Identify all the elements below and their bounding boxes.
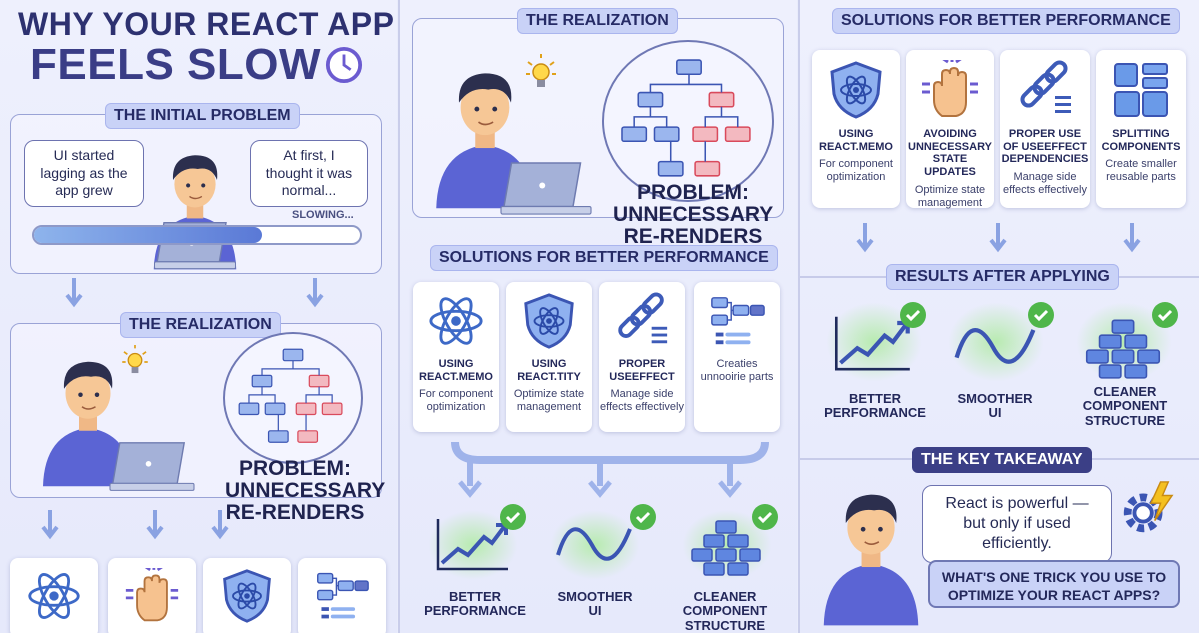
bubble-thought-normal: At first, I thought it was normal... bbox=[250, 140, 368, 207]
lightbulb-icon bbox=[526, 54, 556, 94]
react-shield-icon bbox=[826, 60, 886, 120]
solution-card-4: Creaties unnooirie parts bbox=[694, 282, 780, 432]
laptop-icon bbox=[498, 160, 594, 220]
result-label: SMOOTHER UI bbox=[957, 391, 1033, 421]
result-label: SMOOTHER UI bbox=[557, 589, 633, 619]
card-title: USING REACT.TITY bbox=[517, 358, 581, 383]
solution-card-4: SPLITTING COMPONENTS Create smaller reus… bbox=[1096, 50, 1186, 208]
solution-card-shield bbox=[203, 558, 291, 633]
laptop-icon bbox=[108, 440, 196, 496]
problem-text: PROBLEM: UNNECESSARY RE-RENDERS bbox=[613, 181, 774, 249]
arrow-down-icon bbox=[64, 278, 84, 308]
question-box: WHAT'S ONE TRICK YOU USE TO OPTIMIZE YOU… bbox=[928, 560, 1180, 608]
check-icon bbox=[630, 504, 656, 530]
lightbulb-icon bbox=[122, 345, 148, 379]
arrow-down-icon bbox=[1122, 222, 1142, 254]
check-icon bbox=[752, 504, 778, 530]
check-icon bbox=[500, 504, 526, 530]
takeaway-bubble: React is powerful — but only if used eff… bbox=[922, 485, 1112, 563]
card-title: AVOIDING UNNECESSARY STATE UPDATES bbox=[908, 128, 992, 178]
arrow-down-icon bbox=[855, 222, 875, 254]
solution-card-hand bbox=[108, 558, 196, 633]
flow-arrows bbox=[451, 441, 769, 498]
component-tree-icon bbox=[616, 56, 762, 188]
card-desc: Creaties unnooirie parts bbox=[700, 358, 774, 384]
solution-card-2: AVOIDING UNNECESSARY STATE UPDATES Optim… bbox=[906, 50, 994, 209]
card-title: USING REACT.MEMO bbox=[419, 358, 493, 383]
arrow-down-icon bbox=[305, 278, 325, 308]
component-tree-icon bbox=[708, 292, 766, 350]
grid-blocks-icon bbox=[1111, 60, 1171, 120]
wave-icon bbox=[950, 315, 1040, 379]
card-desc: For component optimization bbox=[419, 388, 493, 414]
clock-icon bbox=[325, 46, 363, 84]
result-label: BETTER PERFORMANCE bbox=[824, 391, 926, 421]
component-tree-icon bbox=[314, 568, 370, 624]
card-desc: Optimize state management bbox=[513, 388, 585, 414]
react-shield-check-icon bbox=[219, 568, 275, 624]
card-title: PROPER USE OF USEEFFECT DEPENDENCIES bbox=[1001, 128, 1089, 166]
check-icon bbox=[1028, 302, 1054, 328]
card-desc: Create smaller reusable parts bbox=[1105, 158, 1177, 184]
solution-card-3: PROPER USEEFFECT Manage side effects eff… bbox=[599, 282, 685, 432]
gear-lightning-icon bbox=[1118, 480, 1176, 538]
takeaway-label: THE KEY TAKEAWAY bbox=[912, 447, 1092, 473]
hand-stop-icon bbox=[124, 568, 180, 624]
react-shield-icon bbox=[427, 292, 485, 350]
react-shield-check-icon bbox=[520, 292, 578, 350]
solutions-label: SOLUTIONS FOR BETTER PERFORMANCE bbox=[832, 8, 1180, 34]
component-tree-icon bbox=[234, 346, 352, 452]
solution-card-3: PROPER USE OF USEEFFECT DEPENDENCIES Man… bbox=[1000, 50, 1090, 208]
divider bbox=[798, 0, 800, 633]
card-desc: For component optimization bbox=[819, 158, 893, 184]
bubble-ui-lagging: UI started lagging as the app grew bbox=[24, 140, 144, 207]
solution-card-1: USING REACT.MEMO For component optimizat… bbox=[413, 282, 499, 432]
realization-label: THE REALIZATION bbox=[120, 312, 281, 338]
solution-card-1: USING REACT.MEMO For component optimizat… bbox=[812, 50, 900, 208]
react-icon bbox=[26, 568, 82, 624]
problem-text: PROBLEM: UNNECESSARY RE-RENDERS bbox=[225, 457, 386, 525]
developer-figure bbox=[808, 468, 934, 633]
wave-icon bbox=[554, 515, 634, 575]
solution-card-react bbox=[10, 558, 98, 633]
main-title-line2: FEELS SLOW bbox=[30, 40, 321, 89]
card-desc: Optimize state management bbox=[914, 183, 986, 209]
card-desc: Manage side effects effectively bbox=[600, 388, 684, 414]
card-title: USING REACT.MEMO bbox=[819, 128, 893, 153]
check-icon bbox=[900, 302, 926, 328]
left-panel: WHY YOUR REACT APP FEELS SLOW THE INITIA… bbox=[0, 0, 397, 633]
progress-bar-fill bbox=[34, 227, 263, 243]
results-label: RESULTS AFTER APPLYING bbox=[886, 264, 1119, 290]
arrow-down-icon bbox=[210, 510, 230, 540]
divider bbox=[398, 0, 400, 633]
result-label: BETTER PERFORMANCE bbox=[424, 589, 526, 619]
result-label: CLEANER COMPONENT STRUCTURE bbox=[1082, 384, 1168, 428]
middle-panel: THE REALIZATION PROBLEM: UNNECESSARY RE-… bbox=[400, 0, 797, 633]
arrow-down-icon bbox=[988, 222, 1008, 254]
check-icon bbox=[1152, 302, 1178, 328]
card-desc: Manage side effects effectively bbox=[1003, 170, 1087, 197]
main-title-line2-wrap: FEELS SLOW bbox=[30, 40, 363, 90]
solution-card-2: USING REACT.TITY Optimize state manageme… bbox=[506, 282, 592, 432]
arrow-down-icon bbox=[40, 510, 60, 540]
solution-card-tree bbox=[298, 558, 386, 633]
realization-label: THE REALIZATION bbox=[517, 8, 678, 34]
main-title-line1: WHY YOUR REACT APP bbox=[18, 6, 395, 42]
initial-problem-label: THE INITIAL PROBLEM bbox=[105, 103, 300, 129]
right-panel: SOLUTIONS FOR BETTER PERFORMANCE USING R… bbox=[800, 0, 1199, 633]
hand-stop-icon bbox=[920, 60, 980, 120]
progress-bar-track bbox=[32, 225, 362, 245]
chain-link-icon bbox=[1015, 60, 1075, 120]
slowing-label: SLOWING... bbox=[292, 209, 354, 221]
chain-link-icon bbox=[613, 292, 671, 350]
result-glow bbox=[550, 510, 640, 580]
card-title: PROPER USEEFFECT bbox=[609, 358, 675, 383]
card-title: SPLITTING COMPONENTS bbox=[1101, 128, 1181, 153]
solutions-label: SOLUTIONS FOR BETTER PERFORMANCE bbox=[430, 245, 778, 271]
arrow-down-icon bbox=[145, 510, 165, 540]
result-label: CLEANER COMPONENT STRUCTURE bbox=[682, 589, 768, 633]
